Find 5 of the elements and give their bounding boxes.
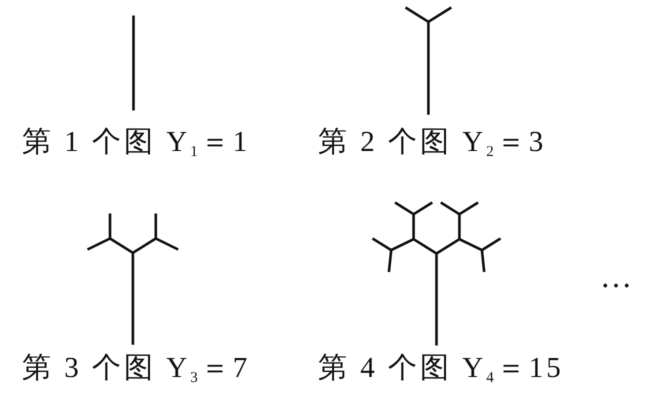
figure-caption: 第 4 个图 Y$_{4}$＝15 <box>318 351 564 386</box>
figure-caption: 第 3 个图 Y$_{3}$＝7 <box>22 351 250 386</box>
ellipsis: … <box>600 258 632 294</box>
figure-caption: 第 2 个图 Y$_{2}$＝3 <box>318 125 546 160</box>
figure-caption: 第 1 个图 Y$_{1}$＝1 <box>22 125 250 160</box>
